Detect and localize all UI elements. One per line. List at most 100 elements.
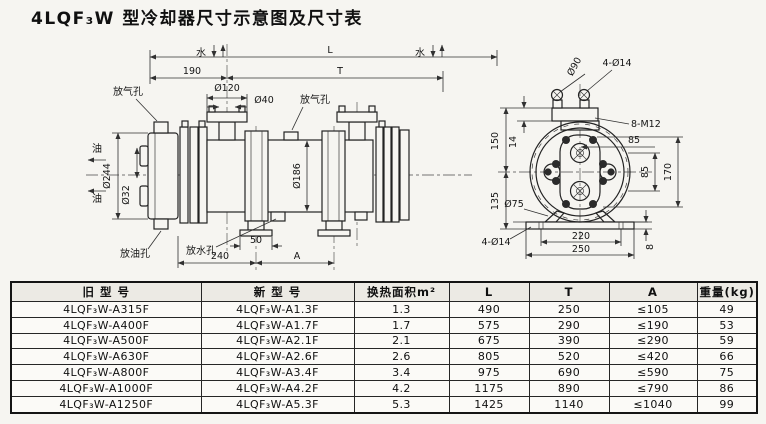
air-vent-label-2: 放气孔: [300, 93, 330, 106]
table-cell: 4LQF₃W-A3.4F: [200, 364, 355, 381]
port-circle-top: [569, 142, 591, 164]
table-cell: 4LQF₃W-A2.1F: [200, 332, 355, 350]
dim-220: 220: [572, 231, 590, 242]
table-cell: ≤290: [608, 332, 698, 350]
shell-air-vent-fitting: [283, 131, 299, 141]
top-water-pipe-1: [206, 105, 248, 141]
table-cell: 4LQF₃W-A5.3F: [200, 395, 355, 414]
dim-foot-50: 50: [250, 235, 262, 246]
table-cell: 290: [528, 316, 610, 334]
table-cell: 4.2: [353, 379, 450, 397]
dim-190: 190: [183, 66, 201, 77]
dim-total-length: L: [327, 45, 333, 56]
base-plate: [525, 221, 635, 230]
dim-pipe-d40: Ø40: [254, 95, 274, 106]
table-cell: 3.4: [353, 364, 450, 381]
table-cell: 4LQF₃W-A1.7F: [200, 316, 355, 334]
pad-bolt-right: [577, 88, 591, 102]
dim-4-d14-top: 4-Ø14: [602, 58, 631, 69]
table-cell: 4LQF₃W-A630F: [10, 348, 202, 366]
left-flange-stack: [179, 126, 189, 224]
dim-85-right: 85: [640, 166, 651, 178]
right-flange-stack: [375, 120, 410, 223]
page-title: 4LQF₃W 型冷却器尺寸示意图及尺寸表: [31, 9, 363, 29]
column-header: L: [448, 281, 530, 302]
oil-port-upper: [139, 145, 149, 167]
column-header: 重量(kg): [696, 281, 758, 302]
table-cell: 690: [528, 364, 610, 381]
dim-150: 150: [490, 132, 501, 150]
column-header: A: [608, 281, 698, 302]
dim-T: T: [336, 66, 343, 77]
oil-port-lower: [139, 185, 149, 207]
table-cell: 520: [528, 348, 610, 366]
column-header: T: [528, 281, 610, 302]
dim-bolt-circle-d90: Ø90: [565, 56, 584, 78]
bottom-water-pipe-1: [239, 220, 273, 237]
table-cell: 1140: [528, 395, 610, 414]
outer-flange-circle: [529, 121, 631, 223]
end-cap: [147, 132, 179, 220]
side-view: L 水 水 190 T Ø120 Ø40 放气孔 放气孔 油 油: [86, 44, 498, 270]
table-cell: 890: [528, 379, 610, 397]
table-cell: 4LQF₃W-A2.6F: [200, 348, 355, 366]
dim-14: 14: [508, 136, 519, 148]
water-flow-label-1: 水: [196, 47, 206, 59]
table-cell: 1425: [448, 395, 530, 414]
top-water-pipe-2: [336, 105, 378, 141]
dim-170: 170: [663, 163, 674, 181]
table-cell: 4LQF₃W-A400F: [10, 316, 202, 334]
flange-band-1: [244, 130, 269, 222]
table-cell: 99: [696, 395, 758, 414]
dim-4-d14-bottom: 4-Ø14: [481, 237, 510, 248]
flange-band-2: [321, 130, 346, 222]
table-cell: 4LQF₃W-A500F: [10, 332, 202, 350]
table-cell: 675: [448, 332, 530, 350]
oil-label-upper: 油: [92, 142, 102, 155]
shell: [206, 139, 374, 213]
table-cell: 49: [696, 301, 758, 318]
table-cell: 4LQF₃W-A315F: [10, 301, 202, 318]
dim-A: A: [294, 251, 301, 262]
table-cell: 2.1: [353, 332, 450, 350]
top-pad: [551, 107, 599, 122]
air-vent-label-1: 放气孔: [113, 85, 143, 98]
bottom-water-pipe-2: [317, 220, 351, 237]
dim-8-m12: 8-M12: [631, 119, 661, 130]
end-view: Ø90 4-Ø14 8-M12 150 14 135 Ø75 4-Ø14 220: [481, 56, 683, 259]
cooler-dimension-diagram: L 水 水 190 T Ø120 Ø40 放气孔 放气孔 油 油: [86, 44, 683, 270]
inner-flange-circle: [535, 127, 625, 217]
column-header: 换热面积m²: [353, 281, 450, 302]
table-cell: ≤1040: [608, 395, 698, 414]
table-cell: 4LQF₃W-A1.3F: [200, 301, 355, 318]
dim-85-top: 85: [628, 135, 640, 146]
table-cell: 975: [448, 364, 530, 381]
oil-label-lower: 油: [92, 192, 102, 205]
table-cell: 1.3: [353, 301, 450, 318]
table-cell: 66: [696, 348, 758, 366]
dim-8: 8: [645, 244, 656, 250]
table-cell: 59: [696, 332, 758, 350]
water-flow-label-2: 水: [415, 47, 425, 59]
table-cell: ≤590: [608, 364, 698, 381]
end-view-dimensions: Ø90 4-Ø14 8-M12 150 14 135 Ø75 4-Ø14 220: [481, 56, 683, 259]
end-view-body: [513, 88, 648, 230]
column-header: 旧 型 号: [10, 281, 202, 302]
cooler-body: [139, 105, 410, 237]
column-header: 新 型 号: [200, 281, 355, 302]
dim-250: 250: [572, 244, 590, 255]
dim-hub-d75: Ø75: [504, 199, 524, 210]
table-cell: 490: [448, 301, 530, 318]
table-cell: ≤105: [608, 301, 698, 318]
shell-small-fitting: [354, 211, 368, 221]
side-view-dimensions: L 水 水 190 T Ø120 Ø40 放气孔 放气孔 油 油: [87, 44, 498, 268]
dim-240: 240: [211, 251, 229, 262]
